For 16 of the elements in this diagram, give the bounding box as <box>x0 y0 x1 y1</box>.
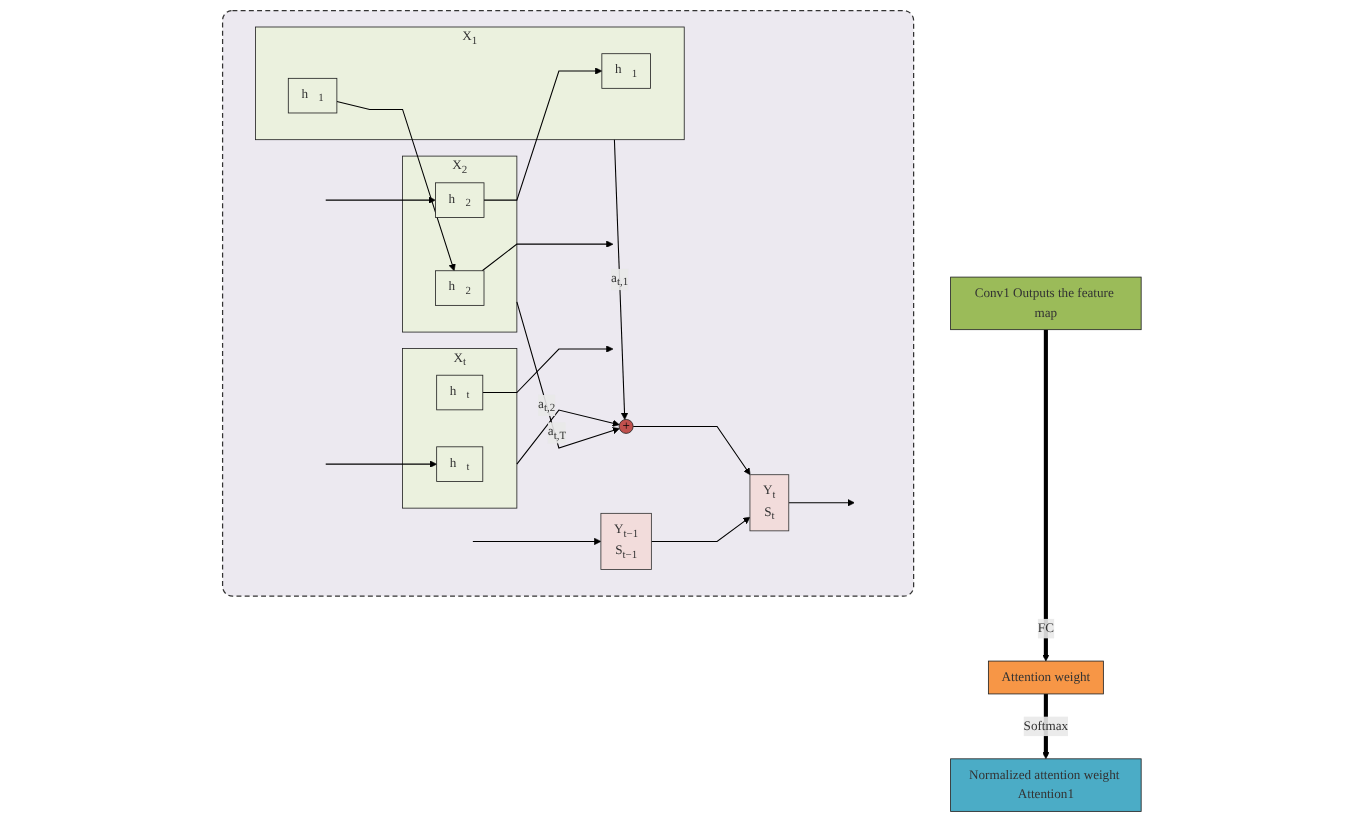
arrow <box>335 101 455 272</box>
arrow <box>1041 693 1049 760</box>
arrow <box>480 240 613 272</box>
arrow <box>787 499 854 507</box>
arrow <box>482 67 602 201</box>
arrow <box>481 345 613 394</box>
arrow <box>515 409 619 465</box>
arrow <box>324 196 435 204</box>
cluster <box>221 9 914 597</box>
arrow <box>471 537 601 546</box>
arrow <box>1041 329 1049 662</box>
arrow <box>515 301 619 449</box>
arrow <box>324 460 437 468</box>
arrow <box>613 139 628 420</box>
arrow <box>631 425 750 476</box>
arrow <box>649 516 750 542</box>
